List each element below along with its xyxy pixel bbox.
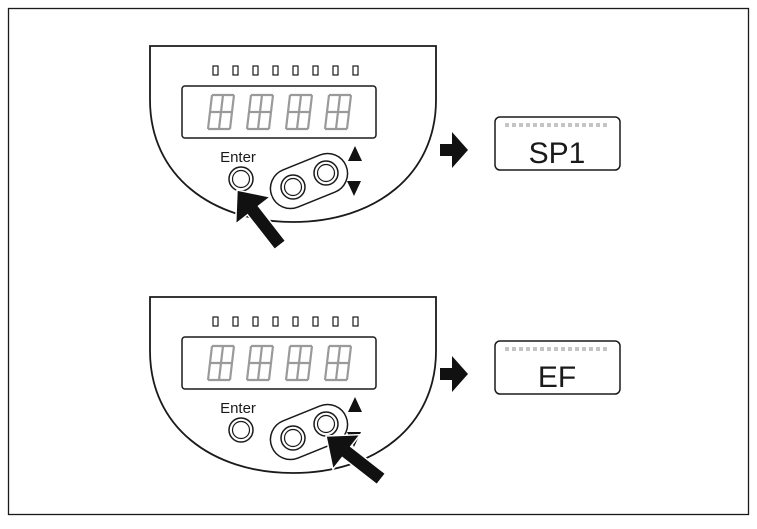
figure-frame: [7, 7, 750, 516]
led-indicator: [272, 316, 279, 327]
seven-segment-digits: [206, 93, 353, 131]
result-arrow-icon: [440, 356, 468, 392]
led-indicator: [352, 316, 359, 327]
segment-digit: [323, 344, 353, 382]
led-indicator: [232, 316, 239, 327]
led-indicator: [252, 316, 259, 327]
led-indicator: [312, 65, 319, 76]
led-indicator: [332, 65, 339, 76]
led-indicator: [232, 65, 239, 76]
triangle-up-icon: [348, 146, 362, 161]
led-row: [212, 316, 359, 327]
led-row: [212, 65, 359, 76]
segment-digit: [245, 344, 275, 382]
segment-digit: [284, 93, 314, 131]
set-button-group: [269, 152, 349, 210]
result-display: EF: [494, 340, 621, 395]
segment-digit: [206, 344, 236, 382]
segment-digit: [245, 93, 275, 131]
triangle-down-icon: [347, 181, 361, 196]
led-indicator: [272, 65, 279, 76]
segment-digit: [284, 344, 314, 382]
device-panel: Enter: [149, 45, 437, 223]
enter-label: Enter: [220, 400, 256, 417]
led-indicator: [292, 316, 299, 327]
seven-segment-digits: [206, 344, 353, 382]
led-indicator: [212, 65, 219, 76]
pressing-hand-arrow-icon: [234, 189, 287, 251]
led-indicator: [312, 316, 319, 327]
led-indicator: [212, 316, 219, 327]
led-indicator: [332, 316, 339, 327]
step-1: Enter: [149, 45, 621, 251]
result-text: EF: [538, 361, 576, 394]
led-indicator: [352, 65, 359, 76]
step-2: Enter: [149, 296, 621, 486]
result-arrow-icon: [440, 132, 468, 168]
enter-button: [228, 166, 254, 192]
led-indicator: [292, 65, 299, 76]
segment-digit: [206, 93, 236, 131]
led-indicator: [252, 65, 259, 76]
triangle-up-icon: [348, 397, 362, 412]
device-panel: Enter: [149, 296, 437, 474]
enter-button: [228, 417, 254, 443]
result-led-dashes: [505, 347, 607, 351]
result-display: SP1: [494, 116, 621, 171]
enter-label: Enter: [220, 149, 256, 166]
result-led-dashes: [505, 123, 607, 127]
pressing-hand-arrow-icon: [325, 433, 387, 486]
segment-digit: [323, 93, 353, 131]
result-text: SP1: [529, 137, 586, 170]
